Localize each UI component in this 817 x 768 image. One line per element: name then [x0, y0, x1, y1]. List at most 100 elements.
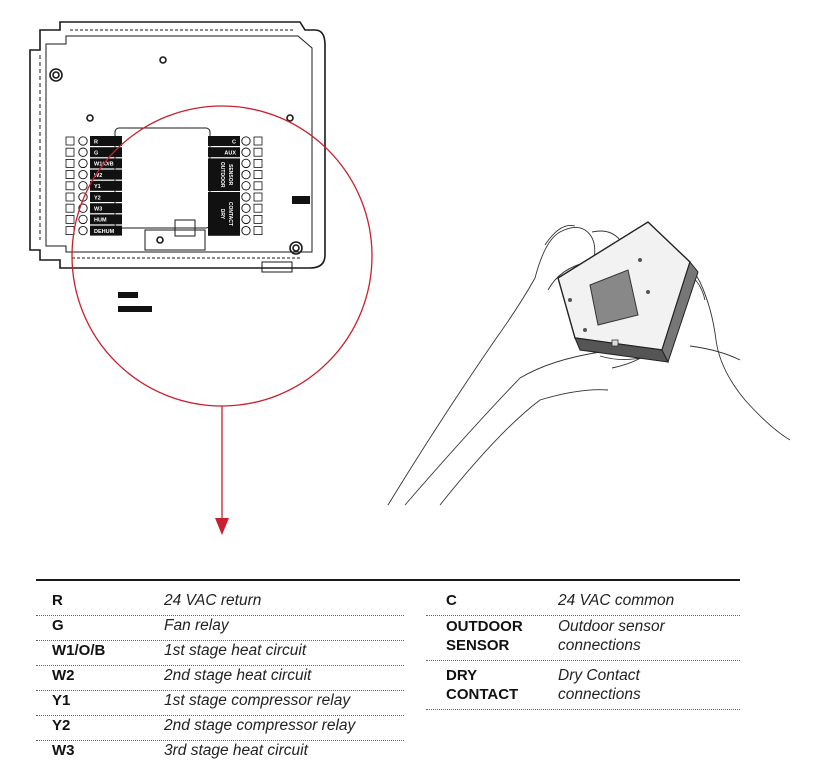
terminal-screw-circle — [78, 158, 88, 169]
black-mark-right — [292, 196, 310, 204]
legend-desc: Dry Contact connections — [558, 666, 641, 704]
legend-code: DRY CONTACT — [446, 666, 518, 704]
legend-row-w2: W2 2nd stage heat circuit — [36, 664, 404, 691]
terminal-label-box — [90, 136, 122, 146]
legend-row-g: G Fan relay — [36, 614, 404, 641]
legend-desc: 1st stage heat circuit — [164, 642, 307, 659]
legend-row-y2: Y2 2nd stage compressor relay — [36, 714, 404, 741]
terminal-screw-circle — [78, 136, 88, 146]
black-mark-left-1 — [118, 292, 138, 298]
terminal-label-box — [90, 214, 122, 225]
terminal-label-box — [90, 192, 122, 202]
terminal-screw-square — [65, 158, 75, 168]
terminal-screw-square — [253, 181, 263, 191]
terminal-screw-circle — [78, 214, 88, 225]
legend-code: W3 — [52, 742, 75, 759]
legend-code-line: CONTACT — [446, 686, 519, 703]
terminal-screw-circle — [78, 169, 88, 180]
legend-row-w3: W3 3rd stage heat circuit — [36, 739, 404, 765]
legend-code: W1/O/B — [52, 642, 106, 659]
terminal-screw-square — [253, 136, 263, 146]
terminal-screw-circle — [78, 225, 88, 236]
legend-desc: 2nd stage compressor relay — [164, 717, 356, 734]
terminal-label-box — [90, 158, 122, 169]
terminal-group-box — [208, 192, 240, 236]
terminal-screw-circle — [241, 158, 251, 169]
legend-code: W2 — [52, 667, 75, 684]
terminal-screw-square — [253, 158, 263, 168]
terminal-screw-circle — [241, 203, 251, 213]
legend-desc: 24 VAC common — [558, 592, 675, 609]
terminal-screw-circle — [241, 181, 251, 191]
terminal-label-w1-o-b: W1/O/B — [94, 162, 114, 168]
terminal-screw-circle — [241, 147, 251, 157]
legend-code-line: DRY — [446, 667, 478, 684]
terminal-label-aux: AUX — [224, 151, 236, 157]
terminal-label-box — [90, 180, 122, 191]
terminal-group-label: SENSOR — [227, 164, 233, 186]
thermostat-backplate — [29, 21, 326, 273]
terminal-screw-square — [253, 214, 263, 224]
terminal-group-box — [208, 158, 240, 191]
callout-arrowhead — [215, 518, 229, 535]
terminal-group-label: OUTDOOR — [219, 162, 225, 188]
legend-row-outdoor-sensor: OUTDOOR SENSOR Outdoor sensor connections — [426, 614, 740, 661]
terminal-group-label: CONTACT — [227, 202, 233, 226]
legend-code: Y1 — [52, 692, 71, 709]
terminal-screw-circle — [241, 225, 251, 236]
legend-row-w1ob: W1/O/B 1st stage heat circuit — [36, 639, 404, 666]
terminal-label-box — [90, 169, 122, 180]
legend-code: R — [52, 592, 63, 609]
terminal-screw-square — [253, 170, 263, 180]
terminal-screw-square — [253, 147, 263, 157]
legend-desc: 3rd stage heat circuit — [164, 742, 308, 759]
terminal-screw-circle — [241, 169, 251, 180]
terminal-screw-square — [65, 181, 75, 191]
terminal-screw-square — [65, 203, 75, 213]
terminal-screw-circle — [78, 181, 88, 191]
legend-code: C — [446, 592, 457, 609]
thermostat-device-illustration — [557, 221, 699, 364]
terminal-label-box — [90, 147, 122, 158]
terminal-label-g: G — [94, 151, 98, 157]
terminal-screw-circle — [241, 192, 251, 202]
legend-desc-line: connections — [558, 637, 641, 654]
terminal-label-w3: W3 — [94, 207, 102, 213]
terminal-label-hum: HUM — [94, 218, 107, 224]
terminal-label-c: C — [232, 139, 236, 145]
legend-desc: Outdoor sensor connections — [558, 617, 665, 655]
legend-code-line: OUTDOOR — [446, 618, 523, 635]
legend-code: G — [52, 617, 64, 634]
terminal-screw-square — [65, 170, 75, 180]
legend-desc-line: Outdoor sensor — [558, 618, 665, 635]
terminal-label-box — [90, 203, 122, 214]
legend-desc: 1st stage compressor relay — [164, 692, 351, 709]
legend-desc-line: connections — [558, 686, 641, 703]
terminal-label-box — [208, 136, 240, 146]
legend-desc-line: Dry Contact — [558, 667, 640, 684]
terminal-screw-square — [253, 226, 263, 236]
terminal-label-y2: Y2 — [94, 195, 101, 201]
terminal-label-r: R — [94, 139, 98, 145]
legend-desc: Fan relay — [164, 617, 229, 634]
terminal-screw-square — [65, 226, 75, 236]
legend-row-r: R 24 VAC return — [36, 589, 404, 616]
terminal-screw-circle — [241, 136, 251, 146]
legend-row-c: C 24 VAC common — [426, 589, 740, 616]
black-mark-left-2 — [118, 306, 152, 312]
terminal-screw-square — [65, 214, 75, 224]
terminal-label-w2: W2 — [94, 173, 102, 179]
terminal-screw-square — [253, 203, 263, 213]
legend-code: Y2 — [52, 717, 71, 734]
legend-desc: 2nd stage heat circuit — [164, 667, 312, 684]
terminal-screw-circle — [241, 214, 251, 225]
terminal-screw-circle — [78, 147, 88, 157]
terminal-screw-square — [65, 147, 75, 157]
legend-row-dry-contact: DRY CONTACT Dry Contact connections — [426, 663, 740, 710]
legend-code-line: SENSOR — [446, 637, 510, 654]
legend-desc: 24 VAC return — [164, 592, 262, 609]
terminal-group-label: DRY — [219, 209, 225, 220]
terminal-label-y1: Y1 — [94, 184, 101, 190]
